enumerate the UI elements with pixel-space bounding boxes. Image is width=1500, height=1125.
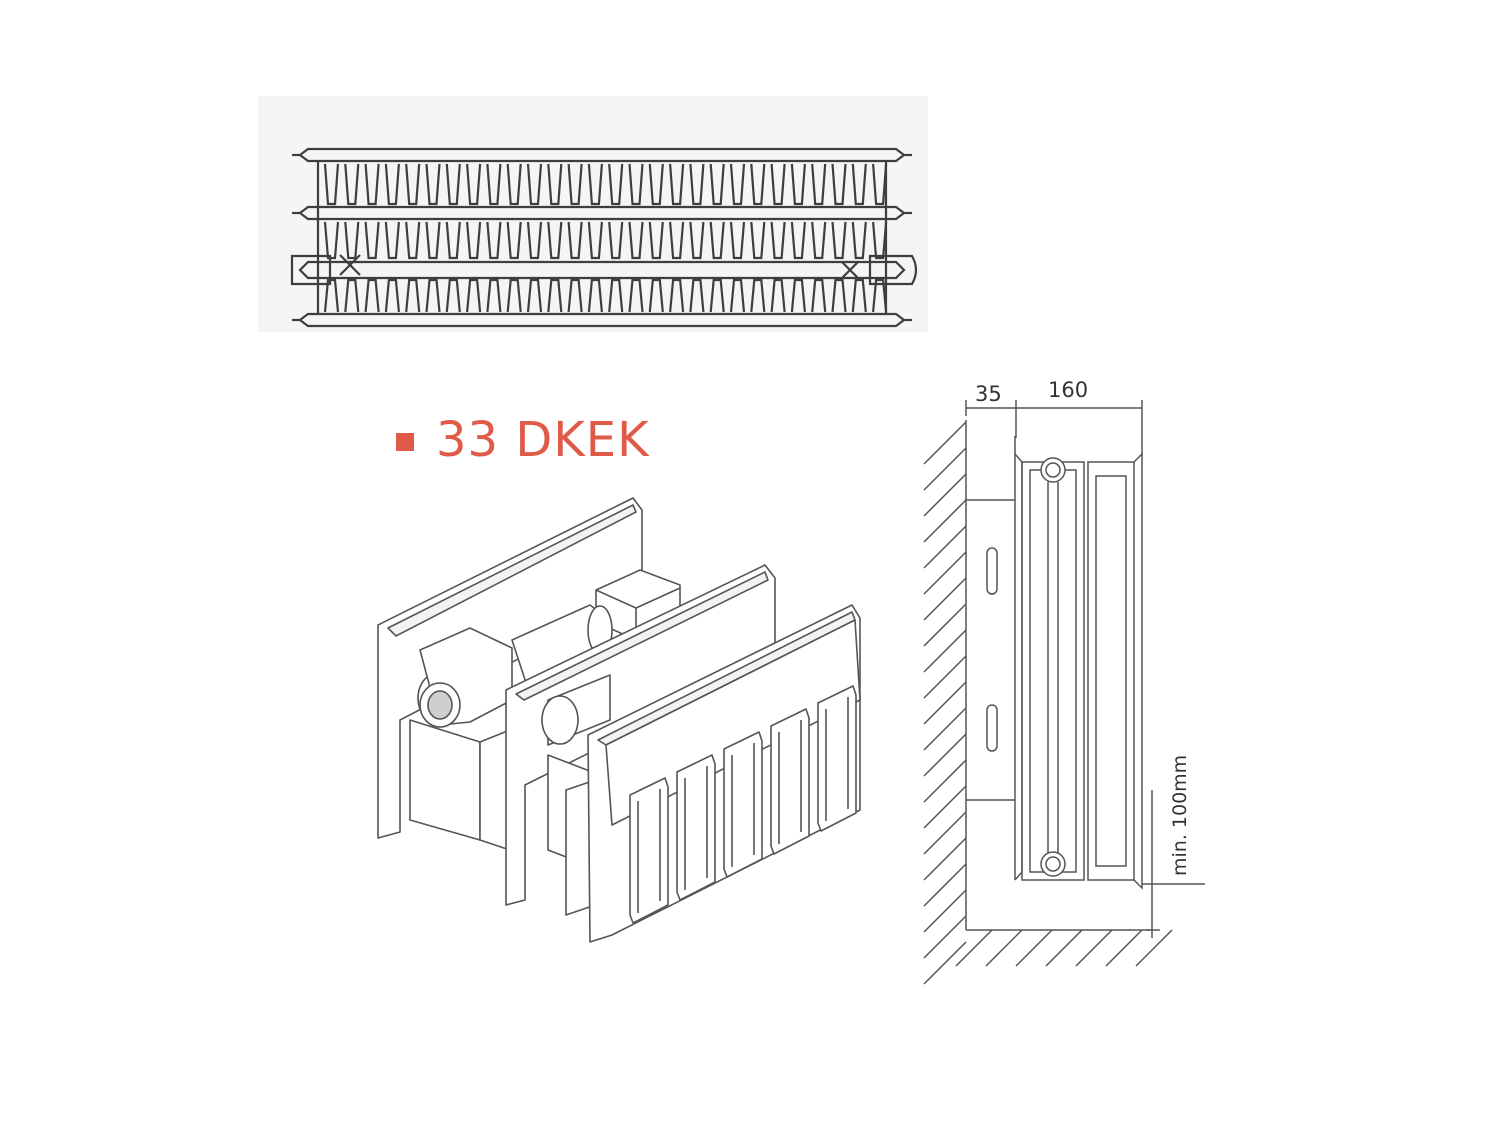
hatch-line [923,837,967,881]
connector-left [290,254,332,286]
hatch-line [923,473,967,517]
panel-rear [1021,461,1085,881]
hatch-line [1015,929,1053,967]
fin-row [323,221,888,260]
hatch-line [923,915,967,959]
dimension-label-depth: 160 [1048,378,1089,402]
front-flute [723,731,763,878]
front-flute [817,685,857,832]
title-bullet [396,433,414,451]
water-tube [298,260,906,280]
wall-hatching [923,421,967,985]
top-view-background [258,96,928,332]
fin-row [323,278,888,313]
hatch-line [923,629,967,673]
hatch-line [955,929,993,967]
hatch-line [923,889,967,933]
hatch-line [923,759,967,803]
connector-cross [339,254,361,276]
hatch-line [923,785,967,829]
hatch-line [923,603,967,647]
hatch-line [1045,929,1083,967]
hatch-line [1105,929,1143,967]
dimension-label-floor-clearance: min. 100mm [1169,754,1191,876]
front-flute [629,777,669,924]
bracket-slot-lower [986,704,998,752]
front-flutes [629,685,857,924]
radiator-isometric [377,497,861,943]
fin-row [323,163,888,206]
bracket-slot-upper [986,547,998,595]
side-view [923,400,1205,985]
front-flute [770,708,810,855]
hatch-line [923,811,967,855]
front-flute [676,754,716,901]
hatch-line [923,863,967,907]
hatch-line [923,447,967,491]
middle-panel-edge [515,571,769,701]
connector-cross [841,261,859,279]
hatch-line [923,577,967,621]
dimension-label-wall-gap: 35 [975,382,1002,406]
hatch-line [985,929,1023,967]
hatch-line [923,525,967,569]
hatch-line [923,421,967,465]
back-panel-edge [387,504,637,637]
hatch-line [923,655,967,699]
hatch-line [923,551,967,595]
radiator-top-view [290,147,918,328]
hatch-line [1075,929,1113,967]
hatch-line [923,707,967,751]
pipe-circle-top [1040,457,1066,483]
hatch-line [923,499,967,543]
connector-right [868,254,918,286]
hatch-line [923,733,967,777]
product-title: 33 DKEK [396,412,650,468]
product-title-text: 33 DKEK [436,412,650,468]
floor-hatching [955,929,1173,967]
hatch-line [923,681,967,725]
hatch-line [923,941,967,985]
pipe-circle-bottom [1040,851,1066,877]
panel-front [1087,461,1135,881]
hatch-line [1135,929,1173,967]
